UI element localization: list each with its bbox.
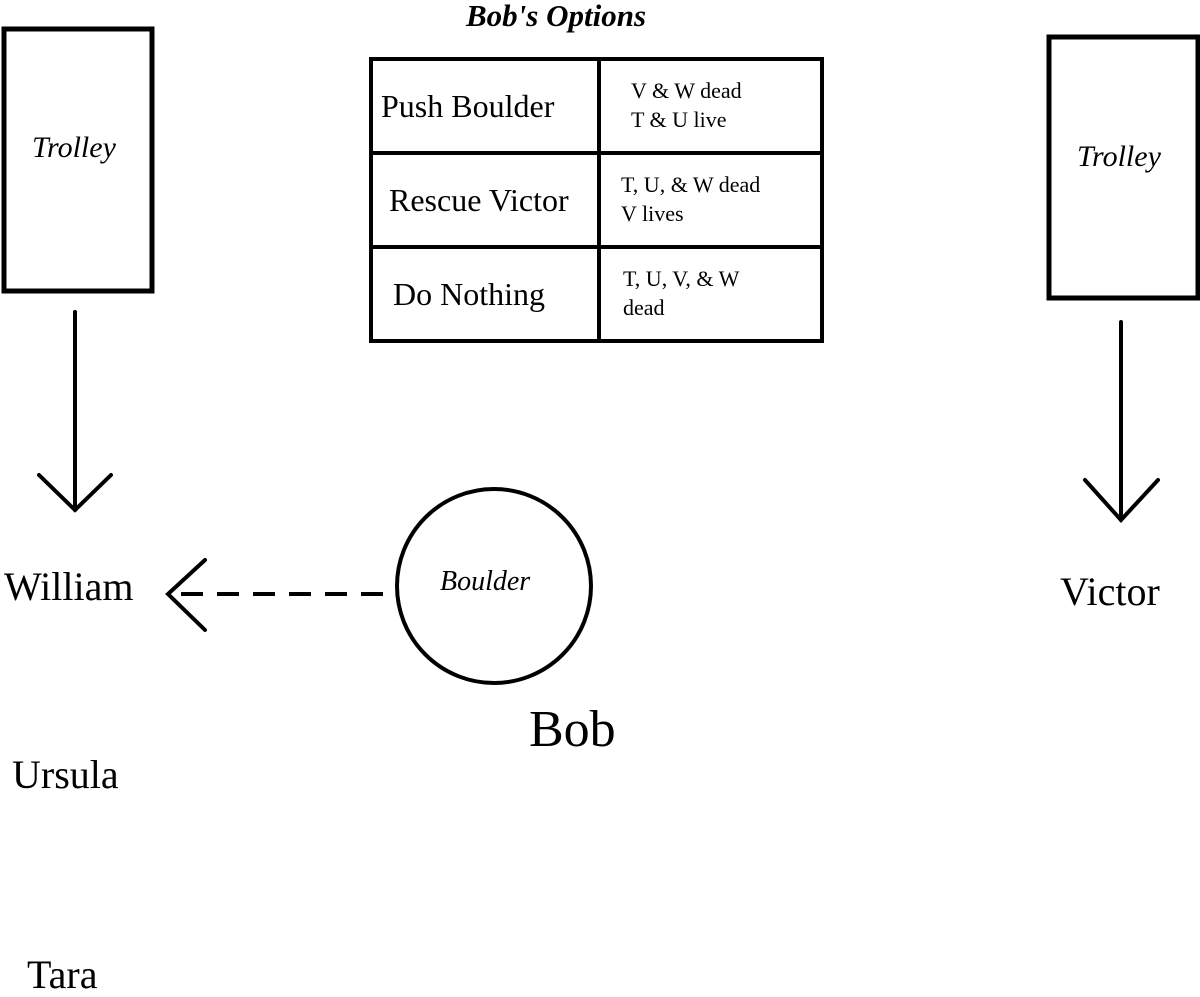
option-cell: Push Boulder [369,57,601,155]
left-trolley-arrow [37,310,113,513]
diagram-title: Bob's Options [466,0,647,33]
left-trolley-box [1,26,155,294]
right-trolley-label: Trolley [1077,140,1161,173]
person-bob: Bob [529,701,616,758]
person-william: William [4,564,134,609]
person-ursula: Ursula [12,752,119,797]
right-trolley-arrow [1083,320,1160,523]
result-cell: T, U, & W dead V lives [597,151,824,249]
result-line: T & U live [631,107,727,132]
option-cell: Do Nothing [369,245,601,343]
result-cell: V & W dead T & U live [597,57,824,155]
person-tara: Tara [27,952,98,997]
boulder-push-arrow [165,558,383,632]
table-row: Rescue Victor T, U, & W dead V lives [369,151,824,249]
option-label: Push Boulder [381,87,555,124]
option-label: Rescue Victor [389,181,569,218]
table-row: Do Nothing T, U, V, & W dead [369,245,824,343]
option-cell: Rescue Victor [369,151,601,249]
result-line: V & W dead [631,78,742,104]
boulder-circle [395,487,593,685]
person-victor: Victor [1060,569,1160,614]
result-line: dead [623,295,665,320]
result-line: V lives [621,201,684,226]
result-line: T, U, V, & W [623,266,740,292]
boulder-label: Boulder [440,566,531,597]
left-trolley-label: Trolley [32,131,116,164]
option-label: Do Nothing [393,275,545,312]
options-table: Push Boulder V & W dead T & U live Rescu… [369,57,824,343]
table-row: Push Boulder V & W dead T & U live [369,57,824,155]
right-trolley-box [1046,34,1200,301]
result-line: T, U, & W dead [621,172,761,198]
result-cell: T, U, V, & W dead [597,245,824,343]
